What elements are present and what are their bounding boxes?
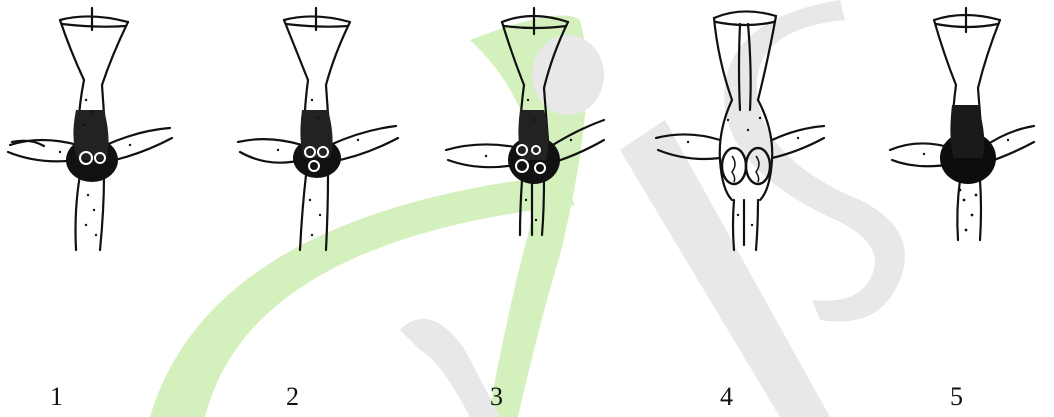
figure-label-1: 1 <box>50 384 63 410</box>
embryo-drawing-5 <box>868 0 1054 260</box>
embryo-drawing-1 <box>0 0 200 260</box>
figure-label-5: 5 <box>950 384 963 410</box>
figure-4: 4 <box>648 0 848 417</box>
embryo-drawing-4 <box>648 0 848 260</box>
figure-label-4: 4 <box>720 384 733 410</box>
figure-1: 1 <box>0 0 200 417</box>
figure-label-2: 2 <box>286 384 299 410</box>
figure-label-3: 3 <box>490 384 503 410</box>
figure-3: 3 <box>436 0 636 417</box>
figure-2: 2 <box>228 0 428 417</box>
figure-5: 5 <box>868 0 1054 417</box>
embryo-drawing-3 <box>436 0 636 260</box>
embryo-drawing-2 <box>228 0 428 260</box>
